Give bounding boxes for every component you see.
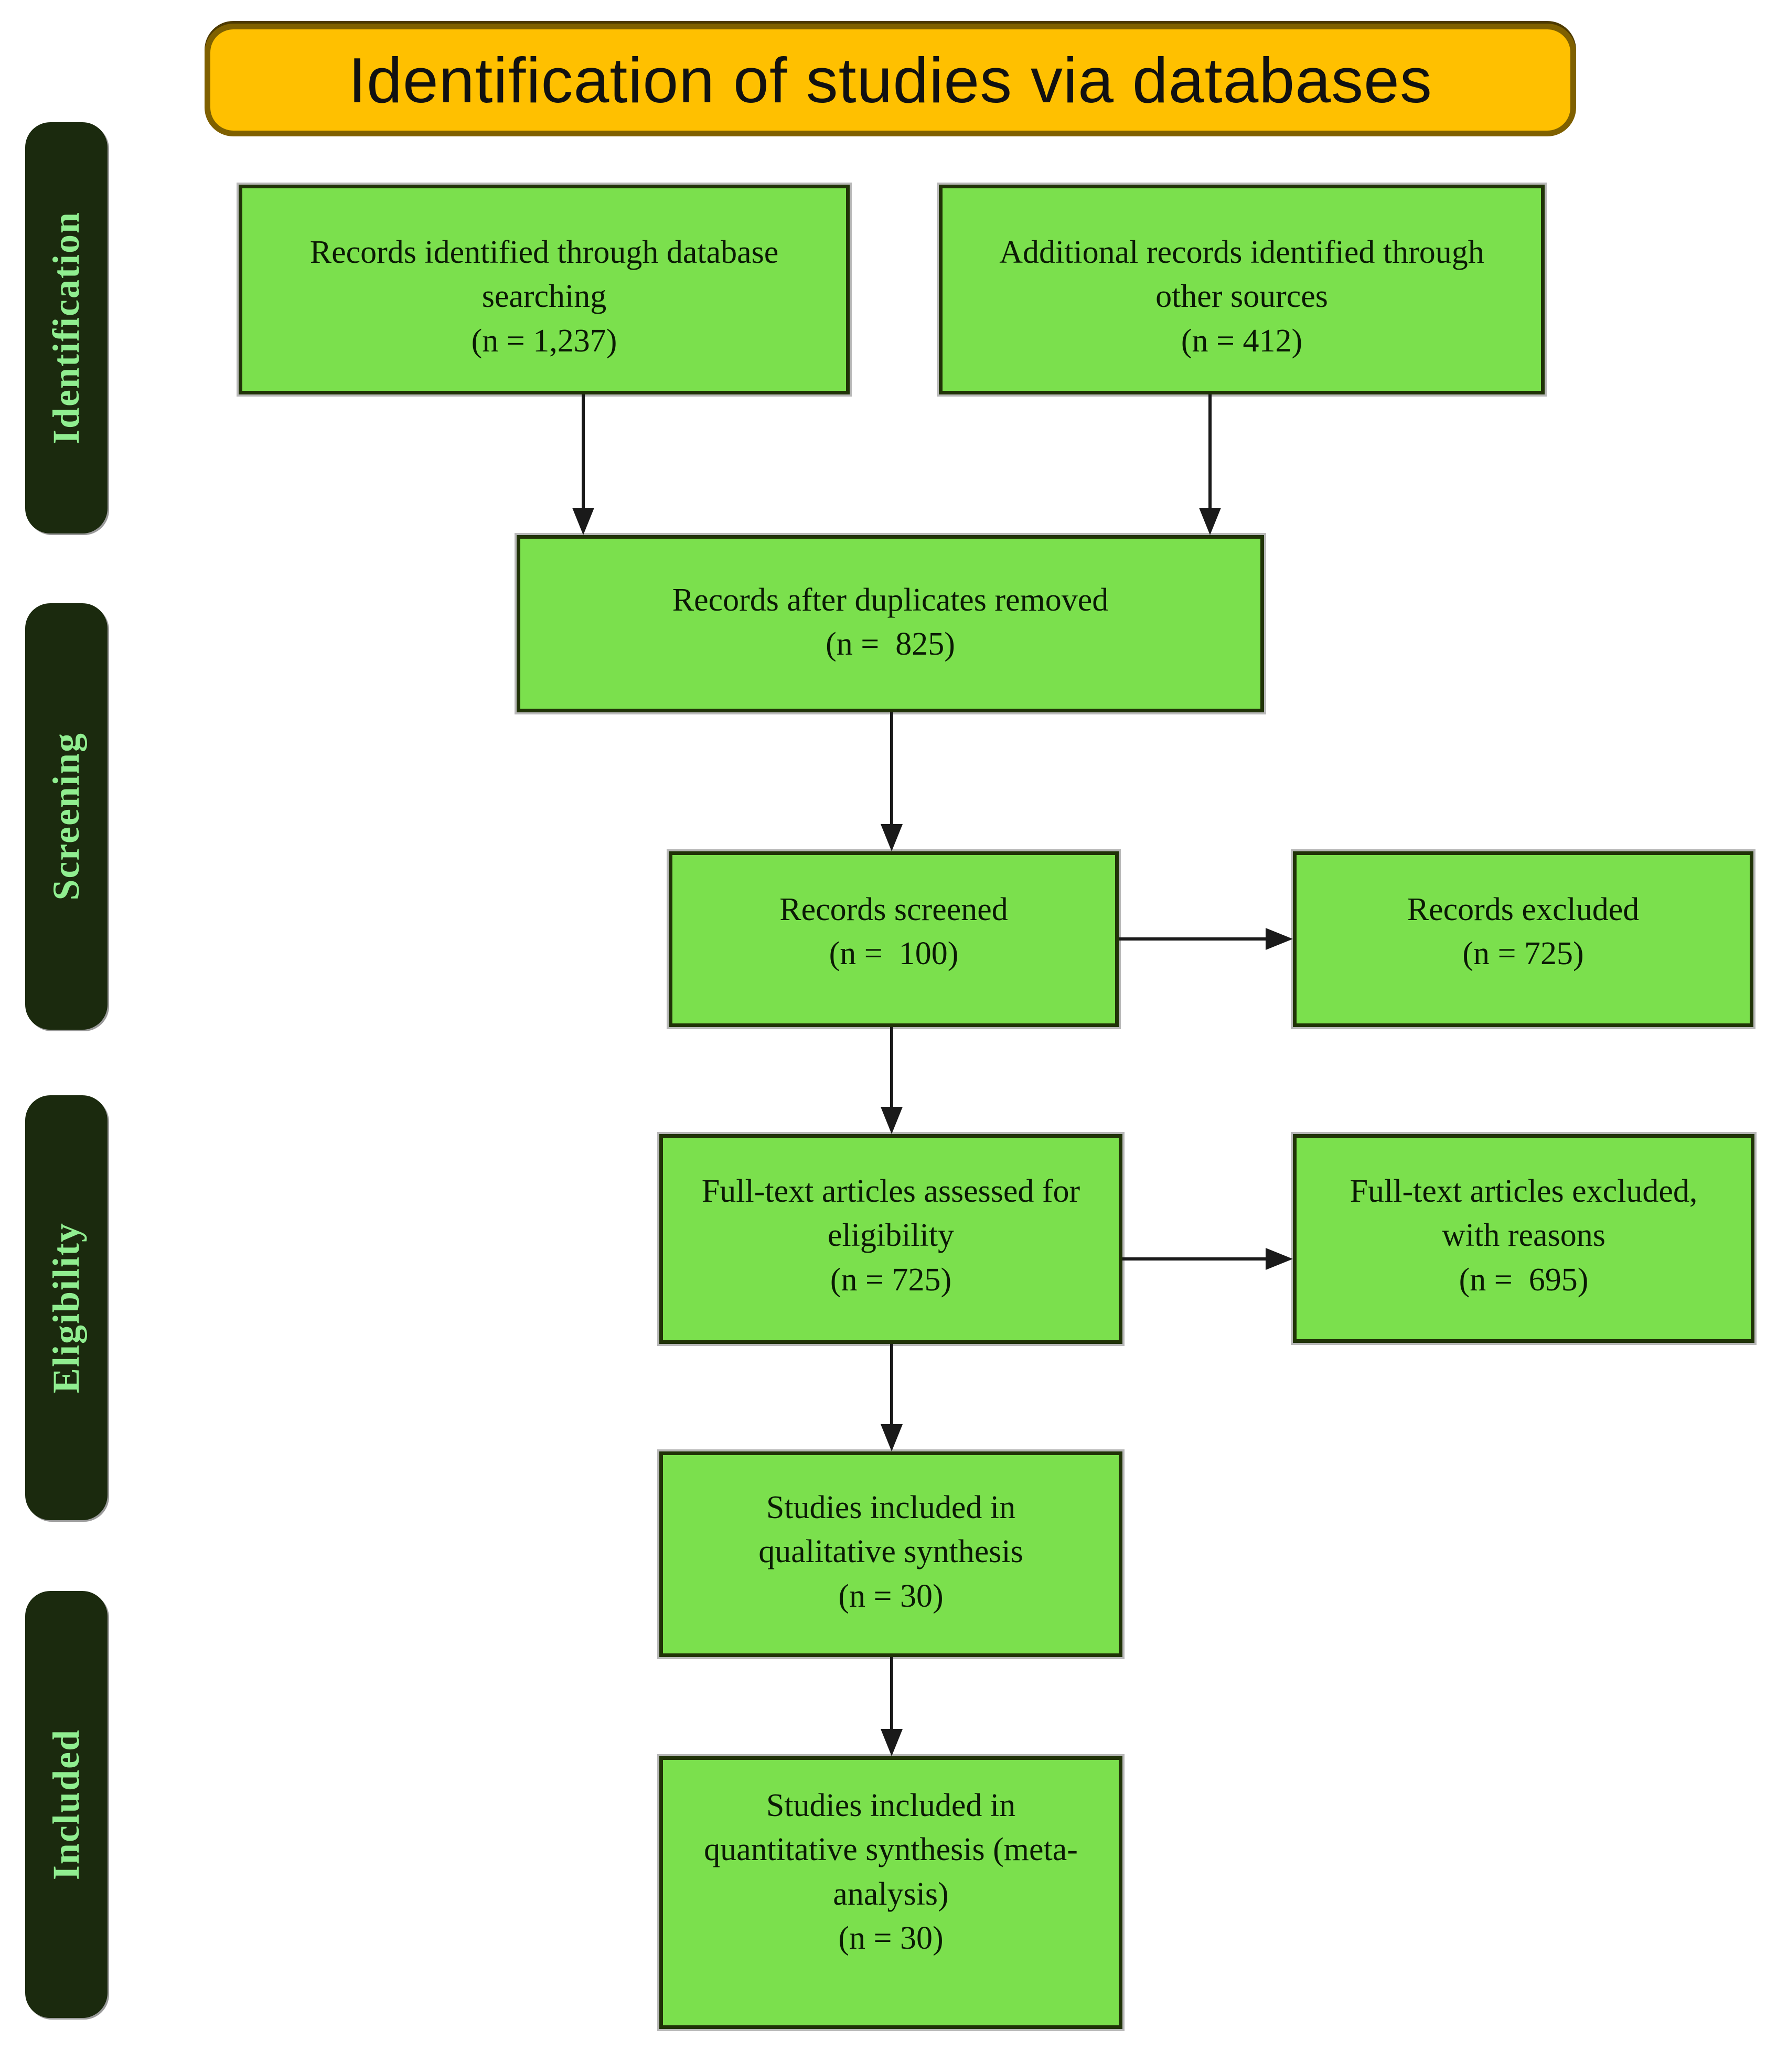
box-fulltext-assessed: Full-text articles assessed for eligibil… (657, 1132, 1125, 1346)
arrow-duplicates-to-screened (890, 712, 893, 825)
box-fulltext-excluded: Full-text articles excluded, with reason… (1291, 1132, 1757, 1345)
box-text: Records screened (n = 100) (779, 892, 1008, 972)
box-records-excluded: Records excluded (n = 725) (1291, 849, 1755, 1029)
box-text: Studies included in quantitative synthes… (704, 1788, 1078, 1956)
box-qualitative-included: Studies included in qualitative synthesi… (657, 1449, 1125, 1659)
box-quantitative-included: Studies included in quantitative synthes… (657, 1754, 1125, 2031)
box-additional-records: Additional records identified through ot… (937, 183, 1547, 397)
page-title: Identification of studies via databases (348, 44, 1432, 116)
box-text: Records excluded (n = 725) (1407, 892, 1640, 972)
arrow-fulltext-to-excluded (1122, 1257, 1267, 1261)
title-banner: Identification of studies via databases (205, 24, 1576, 136)
stage-label-text: Included (45, 1728, 87, 1881)
arrow-fulltext-to-qualitative (890, 1344, 893, 1425)
box-duplicates-removed: Records after duplicates removed (n = 82… (515, 533, 1266, 714)
box-text: Full-text articles assessed for eligibil… (701, 1173, 1080, 1298)
arrow-screened-to-fulltext (890, 1027, 893, 1108)
box-text: Full-text articles excluded, with reason… (1350, 1173, 1698, 1298)
arrow-screened-to-excluded (1119, 937, 1267, 941)
arrow-qualitative-to-quantitative (890, 1657, 893, 1730)
stage-label-included: Included (25, 1591, 108, 2018)
box-text: Records identified through database sear… (309, 234, 779, 359)
stage-label-text: Screening (45, 732, 87, 901)
stage-label-text: Identification (45, 211, 87, 444)
stage-label-text: Eligibility (45, 1222, 87, 1394)
stage-label-screening: Screening (25, 603, 108, 1030)
box-text: Studies included in qualitative synthesi… (758, 1490, 1023, 1614)
box-text: Additional records identified through ot… (999, 234, 1484, 359)
box-text: Records after duplicates removed (n = 82… (672, 582, 1109, 663)
stage-label-identification: Identification (25, 122, 108, 533)
arrow-additional-to-duplicates (1208, 394, 1212, 509)
stage-label-eligibility: Eligibility (25, 1095, 108, 1520)
box-records-screened: Records screened (n = 100) (667, 849, 1121, 1029)
arrow-identified-to-duplicates (582, 394, 585, 509)
box-records-identified: Records identified through database sear… (237, 183, 852, 397)
